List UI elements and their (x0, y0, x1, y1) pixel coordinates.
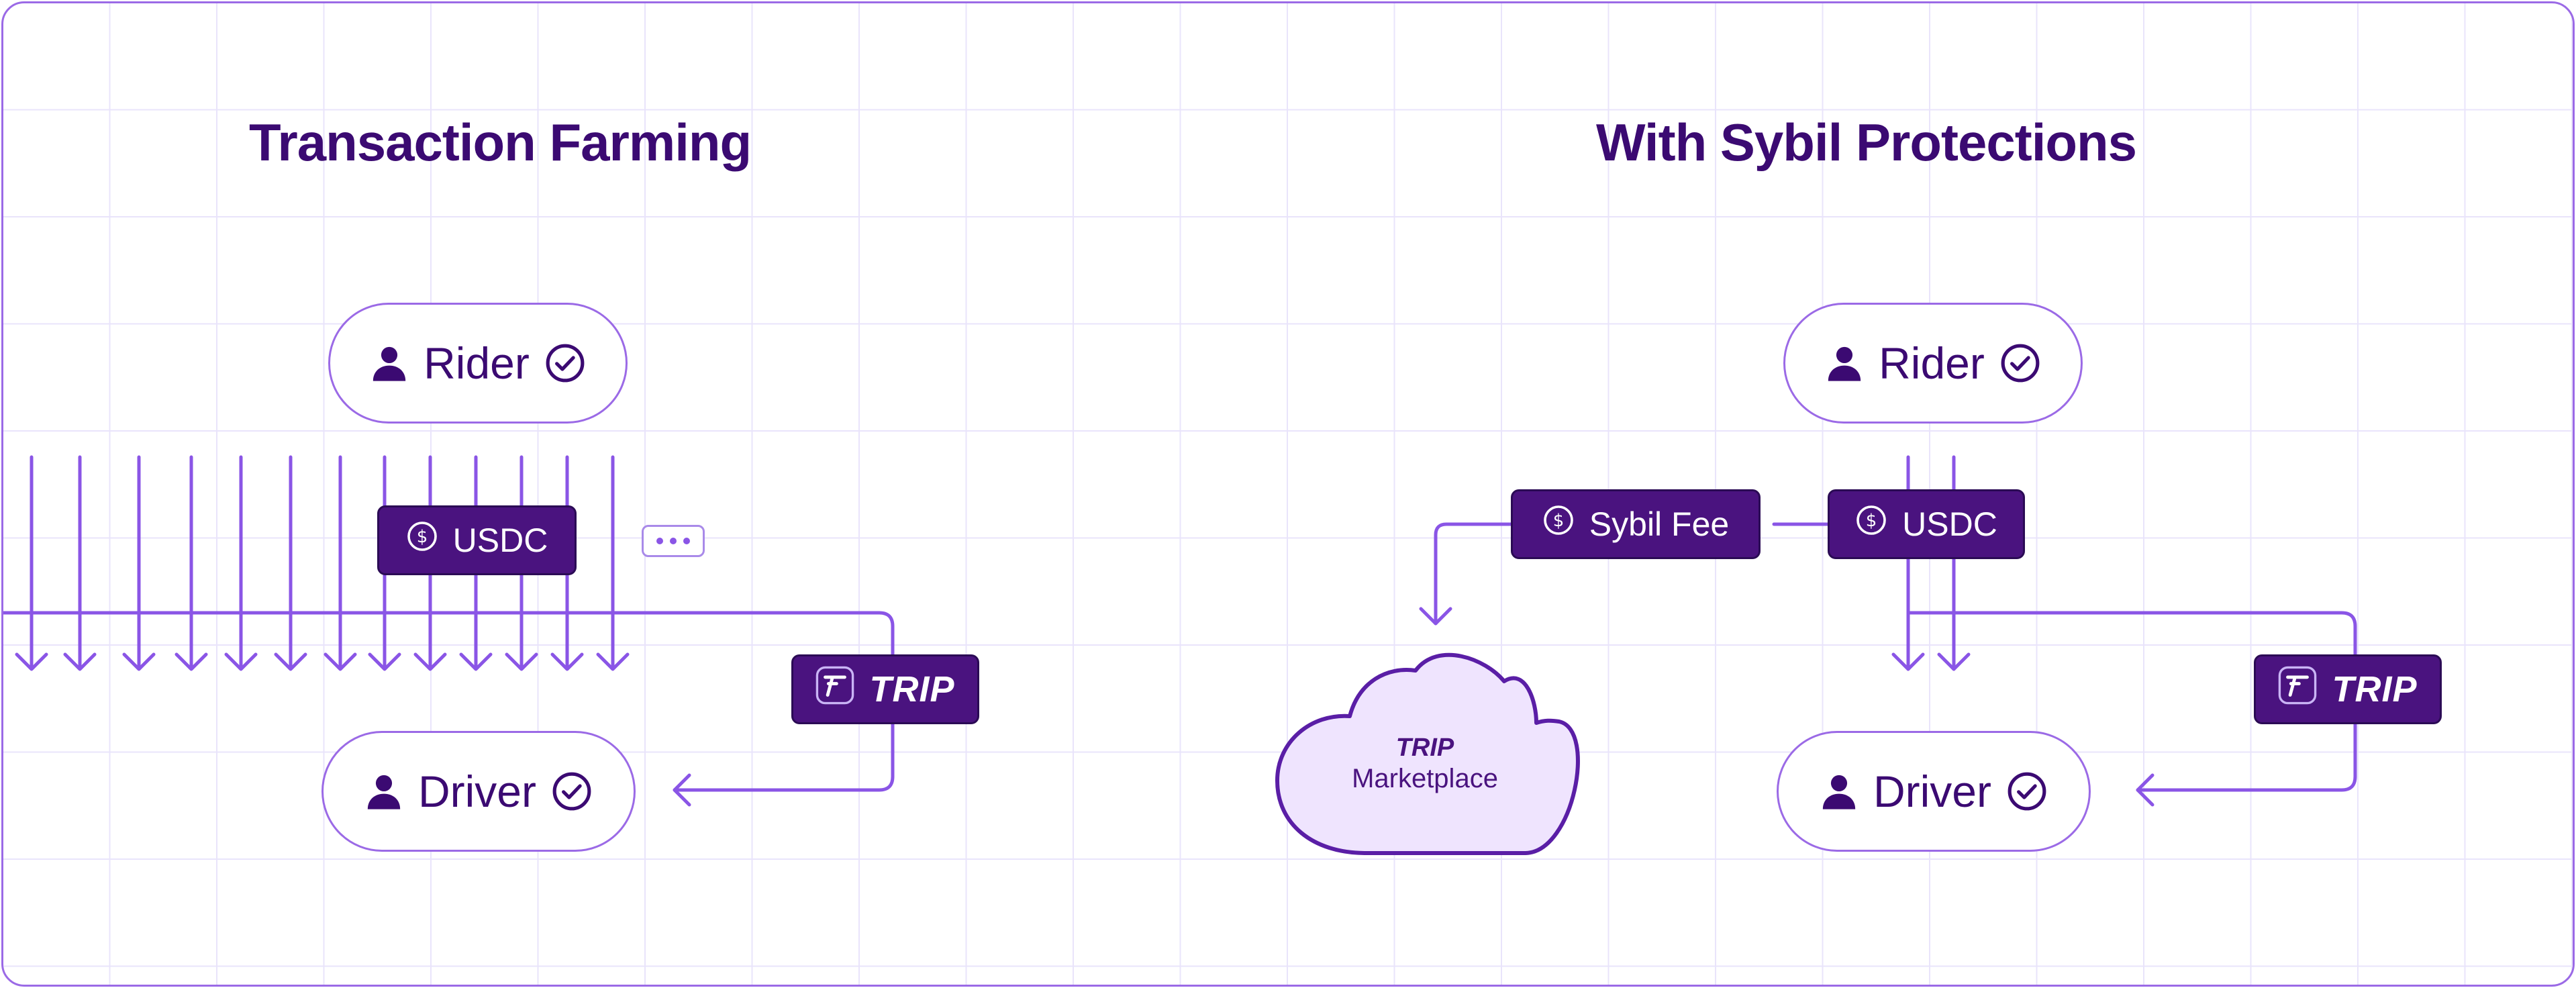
arrow-left-icon (673, 773, 691, 807)
driver-label: Driver (1873, 767, 1991, 816)
sybil-fee-label: Sybil Fee (1589, 505, 1730, 543)
trip-label: TRIP (869, 669, 955, 709)
cloud-label: TRIP Marketplace (1277, 734, 1573, 794)
right-rider-pill: Rider (1783, 303, 2083, 424)
right-trip-chip: TRIP (2254, 654, 2442, 724)
svg-text:$: $ (1553, 511, 1565, 531)
rider-label: Rider (424, 338, 530, 388)
dollar-coin-icon: $ (1542, 504, 1575, 544)
farming-arrow (63, 455, 97, 671)
driver-label: Driver (418, 767, 536, 816)
check-circle-icon (551, 771, 593, 812)
connector-lines (3, 455, 2357, 855)
arrow-down-icon (1419, 607, 1452, 626)
farming-arrow (224, 455, 258, 671)
rider-label: Rider (1879, 338, 1985, 388)
right-title: With Sybil Protections (1596, 113, 2137, 172)
farming-arrow (175, 455, 208, 671)
svg-text:$: $ (416, 527, 428, 547)
trip-logo-icon (2278, 666, 2317, 713)
check-circle-icon (544, 342, 586, 384)
right-driver-pill: Driver (1777, 731, 2091, 852)
check-circle-icon (2006, 771, 2048, 812)
left-title: Transaction Farming (249, 113, 752, 172)
trip-label: TRIP (2332, 669, 2418, 709)
user-icon (370, 344, 409, 383)
arrow-down-icon (1937, 652, 1971, 671)
dot (683, 538, 690, 544)
sybil-fee-chip: $ Sybil Fee (1511, 489, 1761, 559)
svg-text:$: $ (1866, 511, 1877, 531)
user-icon (364, 772, 403, 811)
user-icon (1820, 772, 1859, 811)
user-icon (1825, 344, 1864, 383)
left-usdc-chip: $ USDC (377, 505, 577, 575)
arrow-left-icon (2136, 773, 2154, 807)
farming-arrow (596, 455, 630, 671)
dollar-coin-icon: $ (1855, 504, 1887, 544)
cloud-icon (1275, 652, 1580, 855)
usdc-label: USDC (1902, 505, 1997, 543)
left-trip-chip: TRIP (791, 654, 979, 724)
trip-logo-icon (815, 666, 854, 713)
usdc-label: USDC (452, 522, 548, 559)
left-rider-pill: Rider (328, 303, 628, 424)
sybil-to-cloud-line (1434, 522, 1516, 626)
left-driver-pill: Driver (321, 731, 636, 852)
dot (656, 538, 663, 544)
cloud-marketplace-label: Marketplace (1352, 764, 1498, 793)
arrow-down-icon (1891, 652, 1925, 671)
dollar-coin-icon: $ (406, 520, 438, 560)
farming-arrow (274, 455, 307, 671)
farming-arrow (122, 455, 156, 671)
farming-arrow (324, 455, 357, 671)
right-usdc-chip: $ USDC (1828, 489, 2025, 559)
check-circle-icon (1999, 342, 2041, 384)
farming-arrow (15, 455, 48, 671)
dot (670, 538, 677, 544)
more-dots-indicator (642, 525, 705, 557)
cloud-brand: TRIP (1395, 734, 1454, 762)
